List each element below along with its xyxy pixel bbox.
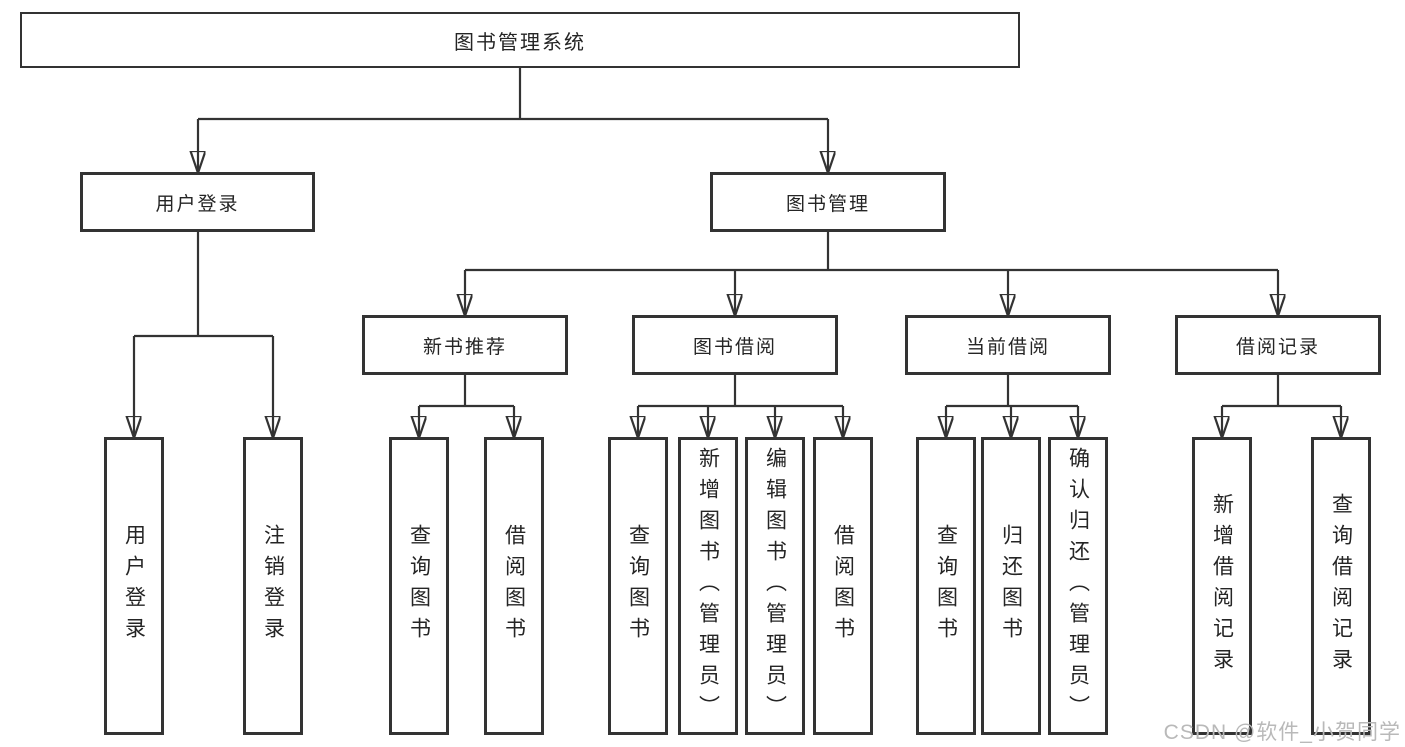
leaf-edit-books-admin: 编辑图书（管理员）	[745, 437, 805, 735]
leaf-query-books: 查询图书	[389, 437, 449, 735]
leaf-query-books: 查询图书	[916, 437, 976, 735]
node-new-book-recommendation: 新书推荐	[362, 315, 568, 375]
node-current-borrowing: 当前借阅	[905, 315, 1111, 375]
leaf-query-borrow-record: 查询借阅记录	[1311, 437, 1371, 735]
node-borrowing-records: 借阅记录	[1175, 315, 1381, 375]
leaf-borrow-books: 借阅图书	[813, 437, 873, 735]
leaf-add-books-admin: 新增图书（管理员）	[678, 437, 738, 735]
leaf-logout: 注销登录	[243, 437, 303, 735]
csdn-watermark: CSDN @软件_小贺同学	[1163, 721, 1401, 744]
node-library-management-system: 图书管理系统	[20, 12, 1020, 68]
node-book-borrowing: 图书借阅	[632, 315, 838, 375]
leaf-confirm-return-admin: 确认归还（管理员）	[1048, 437, 1108, 735]
leaf-user-login: 用户登录	[104, 437, 164, 735]
leaf-borrow-books: 借阅图书	[484, 437, 544, 735]
node-user-login: 用户登录	[80, 172, 315, 232]
leaf-return-books: 归还图书	[981, 437, 1041, 735]
node-book-management: 图书管理	[710, 172, 946, 232]
leaf-add-borrow-record: 新增借阅记录	[1192, 437, 1252, 735]
leaf-query-books: 查询图书	[608, 437, 668, 735]
